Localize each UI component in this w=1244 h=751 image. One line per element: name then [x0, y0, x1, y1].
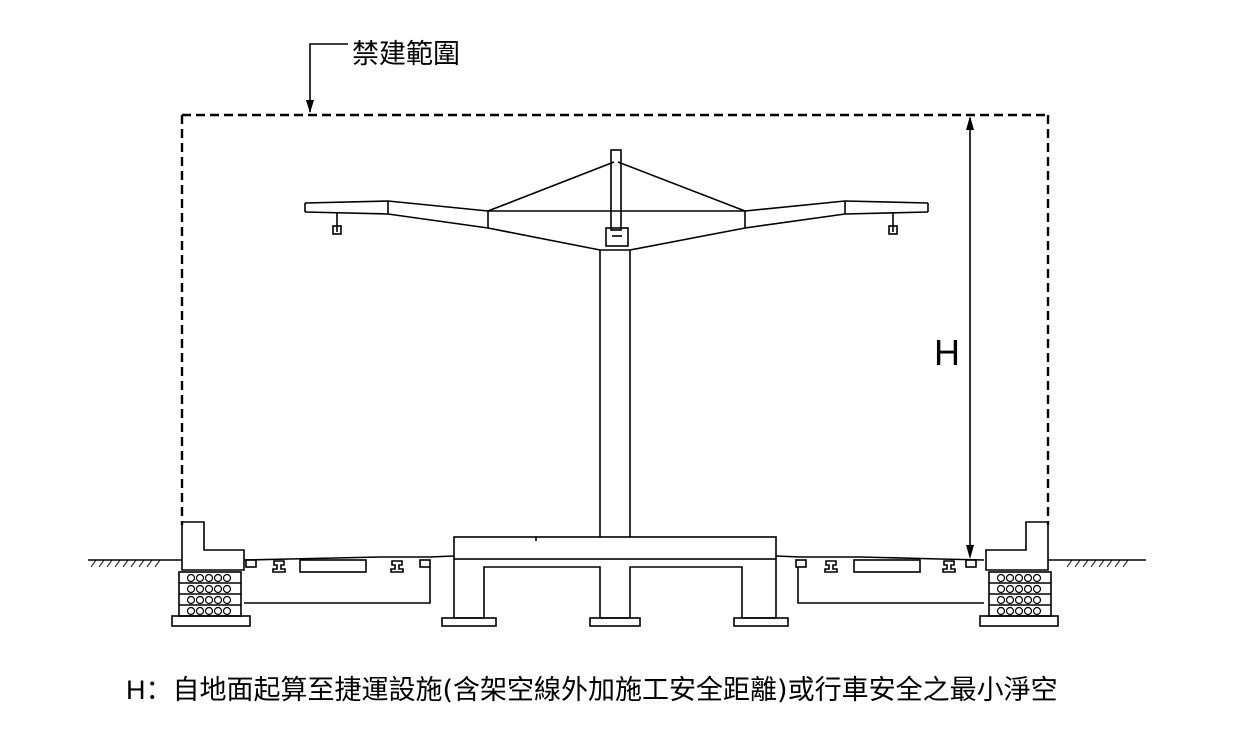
canopy-structure	[304, 149, 929, 251]
height-dimension-line	[966, 116, 974, 559]
caption-text: 自地面起算至捷運設施(含架空線外加施工安全距離)或行車安全之最小淨空	[172, 675, 1058, 706]
road-deck	[243, 555, 985, 573]
ground-line-right	[1048, 559, 1146, 568]
central-column	[599, 250, 631, 537]
caption: H：自地面起算至捷運設施(含架空線外加施工安全距離)或行車安全之最小淨空	[126, 668, 1058, 707]
right-cable-conduits	[996, 573, 1042, 616]
left-cable-conduits	[186, 573, 232, 616]
zone-leader	[306, 43, 348, 113]
connection-ducts	[244, 567, 984, 604]
right-side-structure	[979, 521, 1059, 627]
restricted-zone-label: 禁建範圍	[352, 39, 460, 70]
restricted-zone-boundary	[180, 113, 1050, 525]
height-dimension-label: H	[934, 332, 960, 373]
left-side-structure	[171, 521, 251, 627]
caption-key: H：	[126, 675, 173, 705]
pier-foundation	[441, 536, 789, 627]
ground-line-left	[88, 559, 182, 568]
